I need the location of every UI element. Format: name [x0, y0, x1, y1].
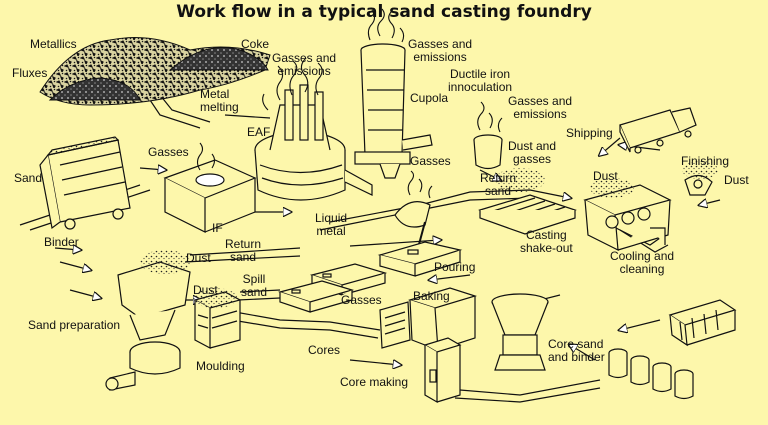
core-making-machine: [423, 337, 462, 404]
label-dust-and-gasses: Dust and gasses: [508, 139, 557, 166]
label-spill-sand: Spill sand: [241, 272, 268, 299]
raw-material-piles: [39, 37, 271, 106]
label-gasses-emissions-ladle: Gasses and emissions: [508, 94, 573, 121]
eaf-furnace: [254, 84, 373, 201]
label-casting-shakeout: Casting shake-out: [520, 228, 573, 255]
label-dust-cooling: Dust: [593, 169, 618, 183]
label-baking: Baking: [413, 289, 450, 303]
label-gasses-emissions-cupola: Gasses and emissions: [408, 37, 473, 64]
fume-plumes: [196, 8, 503, 199]
label-return-sand-main: Return sand: [225, 237, 262, 264]
label-liquid-metal: Liquid metal: [315, 211, 348, 238]
label-ductile-iron: Ductile iron innoculation: [448, 67, 513, 94]
binder-drums: [608, 299, 737, 400]
label-eaf: EAF: [247, 125, 271, 139]
label-metal-melting: Metal melting: [200, 87, 239, 114]
label-shipping: Shipping: [566, 126, 613, 140]
label-coke: Coke: [241, 37, 270, 51]
cooling-drum: [583, 184, 672, 252]
label-dust-finishing: Dust: [724, 173, 749, 187]
label-gasses-pouring: Gasses: [410, 154, 451, 168]
label-gasses-baking: Gasses: [341, 293, 382, 307]
label-dust-mixer: Dust: [186, 251, 211, 265]
sand-mixer: [105, 261, 191, 391]
label-sand-preparation: Sand preparation: [28, 318, 121, 332]
cupola: [354, 43, 433, 179]
label-core-making: Core making: [340, 375, 409, 389]
label-dust-moulding: Dust: [193, 283, 218, 297]
label-sand: Sand: [14, 171, 43, 185]
label-if: IF: [212, 221, 223, 235]
label-gasses-emissions-eaf: Gasses and emissions: [272, 51, 337, 78]
ductile-iron-ladle: [473, 134, 503, 170]
label-core-sand-binder: Core sand and binder: [548, 337, 605, 364]
label-cooling-cleaning: Cooling and cleaning: [610, 249, 675, 276]
baking-oven: [379, 287, 478, 351]
dust-clouds: [140, 161, 718, 308]
label-pouring: Pouring: [434, 260, 476, 274]
label-cores: Cores: [308, 343, 341, 357]
pouring-station: [277, 201, 463, 313]
label-moulding: Moulding: [196, 359, 245, 373]
core-sand-hopper: [491, 293, 549, 371]
label-binder: Binder: [44, 235, 79, 249]
induction-furnace: [163, 159, 257, 233]
flow-arrows: [54, 94, 721, 403]
shakeout-grid: [478, 194, 577, 235]
label-cupola: Cupola: [410, 91, 449, 105]
label-return-sand-shakeout: Return sand: [480, 171, 517, 198]
label-gasses-if: Gasses: [148, 145, 189, 159]
label-metallics: Metallics: [30, 37, 77, 51]
sand-wagon: [19, 136, 151, 231]
shipping-truck: [619, 107, 697, 154]
label-finishing: Finishing: [681, 154, 730, 168]
label-fluxes: Fluxes: [12, 66, 48, 80]
